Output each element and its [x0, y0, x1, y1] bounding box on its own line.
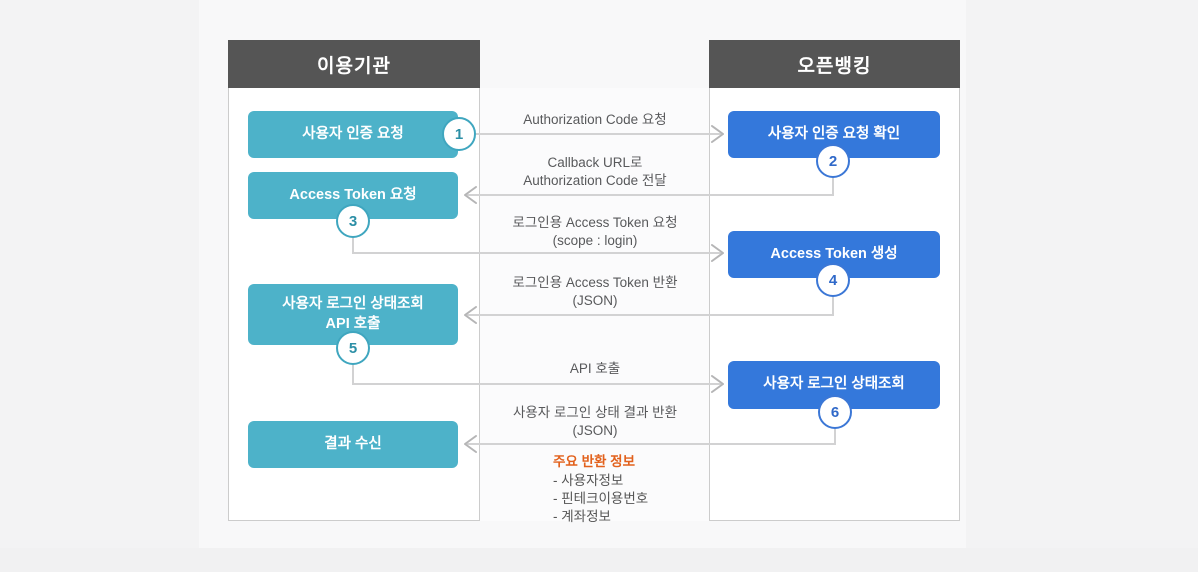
step-badge-6: 6: [818, 395, 852, 429]
step-badge-5: 5: [336, 331, 370, 365]
message-line1: Authorization Code 요청: [523, 112, 667, 127]
flow-box-user-auth-request: 사용자 인증 요청: [248, 111, 458, 158]
flow-box-label: 사용자 인증 요청: [302, 125, 404, 142]
return-info-block: 주요 반환 정보 - 사용자정보 - 핀테크이용번호 - 계좌정보: [553, 453, 648, 526]
flow-box-label: 결과 수신: [324, 435, 382, 452]
message-api-call: API 호출: [480, 360, 710, 378]
flow-box-label: 사용자 인증 요청 확인: [767, 125, 901, 142]
return-info-item: - 계좌정보: [553, 509, 611, 524]
message-line1: 로그인용 Access Token 반환: [512, 275, 678, 290]
message-line1: Callback URL로: [547, 155, 643, 170]
step-badge-1: 1: [442, 117, 476, 151]
flow-box-label: 사용자 로그인 상태조회: [763, 376, 905, 393]
flow-box-access-token-request: Access Token 요청: [248, 172, 458, 219]
bottom-band: [0, 548, 1198, 572]
flow-box-result-received: 결과 수신: [248, 421, 458, 468]
message-login-status-result: 사용자 로그인 상태 결과 반환 (JSON): [480, 404, 710, 440]
return-info-item: - 사용자정보: [553, 473, 624, 488]
message-login-token-return: 로그인용 Access Token 반환 (JSON): [480, 274, 710, 310]
message-line1: 로그인용 Access Token 요청: [512, 215, 678, 230]
message-callback-url: Callback URL로 Authorization Code 전달: [480, 154, 710, 190]
message-line2: (JSON): [572, 293, 618, 308]
message-line1: 사용자 로그인 상태 결과 반환: [512, 405, 678, 420]
flow-box-label-line1: 사용자 로그인 상태조회: [282, 295, 424, 312]
return-info-title: 주요 반환 정보: [553, 454, 636, 469]
panel-client-title: 이용기관: [228, 40, 480, 88]
step-badge-3: 3: [336, 204, 370, 238]
panel-open-banking-title: 오픈뱅킹: [709, 40, 960, 88]
flow-box-label: Access Token 요청: [289, 186, 417, 203]
step-badge-4: 4: [816, 263, 850, 297]
flow-box-label-line2: API 호출: [325, 315, 381, 332]
message-login-token-request: 로그인용 Access Token 요청 (scope : login): [480, 214, 710, 250]
message-authorization-code-request: Authorization Code 요청: [480, 111, 710, 129]
message-line2: (JSON): [572, 423, 618, 438]
step-badge-2: 2: [816, 144, 850, 178]
flow-box-label: Access Token 생성: [770, 245, 898, 262]
message-line1: API 호출: [569, 361, 621, 376]
message-line2: Authorization Code 전달: [523, 173, 667, 188]
flow-box-access-token-create: Access Token 생성: [728, 231, 940, 278]
return-info-item: - 핀테크이용번호: [553, 491, 649, 506]
message-line2: (scope : login): [552, 233, 638, 248]
